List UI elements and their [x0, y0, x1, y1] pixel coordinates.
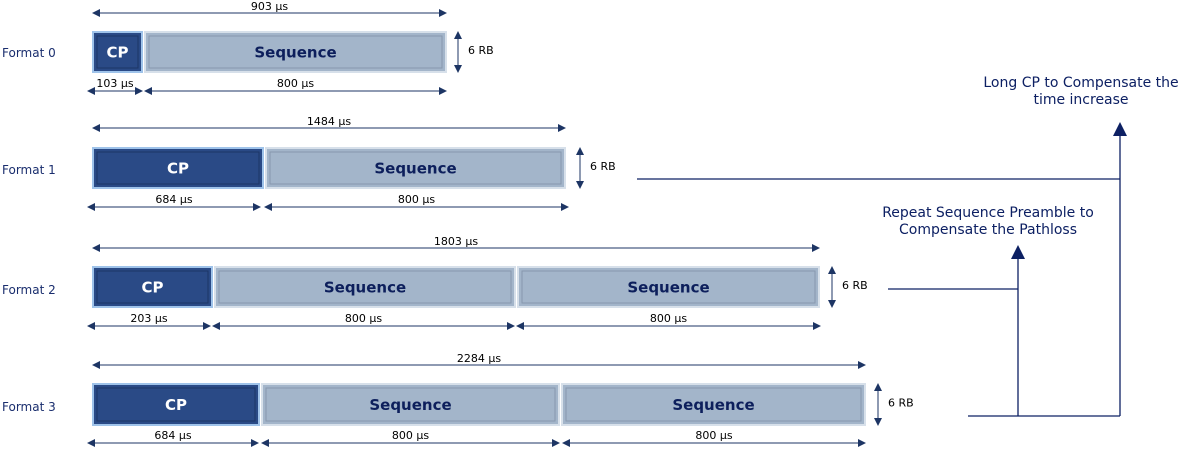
cp-block: CP — [92, 383, 260, 426]
sequence-block: Sequence — [265, 147, 566, 189]
block-label: Sequence — [254, 44, 336, 62]
total-duration-label: 2284 µs — [457, 352, 501, 365]
format-label: Format 2 — [2, 283, 56, 297]
block-duration-label: 684 µs — [154, 429, 191, 442]
block-label: Sequence — [374, 160, 456, 178]
sequence-block: Sequence — [214, 266, 516, 308]
format-row-3: Format 3 2284 µs CP 684 µs Sequence 800 µs Seq… — [2, 352, 914, 447]
block-duration-label: 800 µs — [392, 429, 429, 442]
bandwidth-label: 6 RB — [842, 279, 868, 292]
block-label: CP — [141, 279, 163, 297]
sequence-block: Sequence — [561, 383, 866, 426]
cp-block: CP — [92, 31, 143, 73]
bandwidth-label: 6 RB — [590, 160, 616, 173]
cp-block: CP — [92, 266, 213, 308]
block-label: Sequence — [324, 279, 406, 297]
block-duration-label: 684 µs — [155, 193, 192, 206]
block-label: Sequence — [627, 279, 709, 297]
cp-block: CP — [92, 147, 264, 189]
sequence-block: Sequence — [144, 31, 447, 73]
format-label: Format 1 — [2, 163, 56, 177]
sequence-block: Sequence — [261, 383, 560, 426]
block-duration-label: 800 µs — [345, 312, 382, 325]
bandwidth-label: 6 RB — [468, 44, 494, 57]
block-label: Sequence — [369, 396, 451, 414]
total-duration-label: 1484 µs — [307, 115, 351, 128]
block-duration-label: 103 µs — [96, 77, 133, 90]
block-label: Sequence — [672, 396, 754, 414]
total-duration-label: 903 µs — [251, 0, 288, 13]
format-row-2: Format 2 1803 µs CP 203 µs Sequence 800 µs Seq… — [2, 235, 868, 330]
format-row-1: Format 1 1484 µs CP 684 µs Sequence 800 µs 6 R… — [2, 115, 616, 211]
total-duration-label: 1803 µs — [434, 235, 478, 248]
format-label: Format 0 — [2, 46, 56, 60]
block-label: CP — [106, 44, 128, 62]
block-label: CP — [165, 396, 187, 414]
block-duration-label: 800 µs — [650, 312, 687, 325]
sequence-block: Sequence — [517, 266, 820, 308]
format-row-0: Format 0 903 µs CP 103 µs Sequence 800 µs 6 RB — [2, 0, 494, 95]
format-label: Format 3 — [2, 400, 56, 414]
block-duration-label: 203 µs — [130, 312, 167, 325]
block-duration-label: 800 µs — [398, 193, 435, 206]
block-duration-label: 800 µs — [695, 429, 732, 442]
block-duration-label: 800 µs — [277, 77, 314, 90]
bandwidth-label: 6 RB — [888, 397, 914, 410]
block-label: CP — [167, 160, 189, 178]
